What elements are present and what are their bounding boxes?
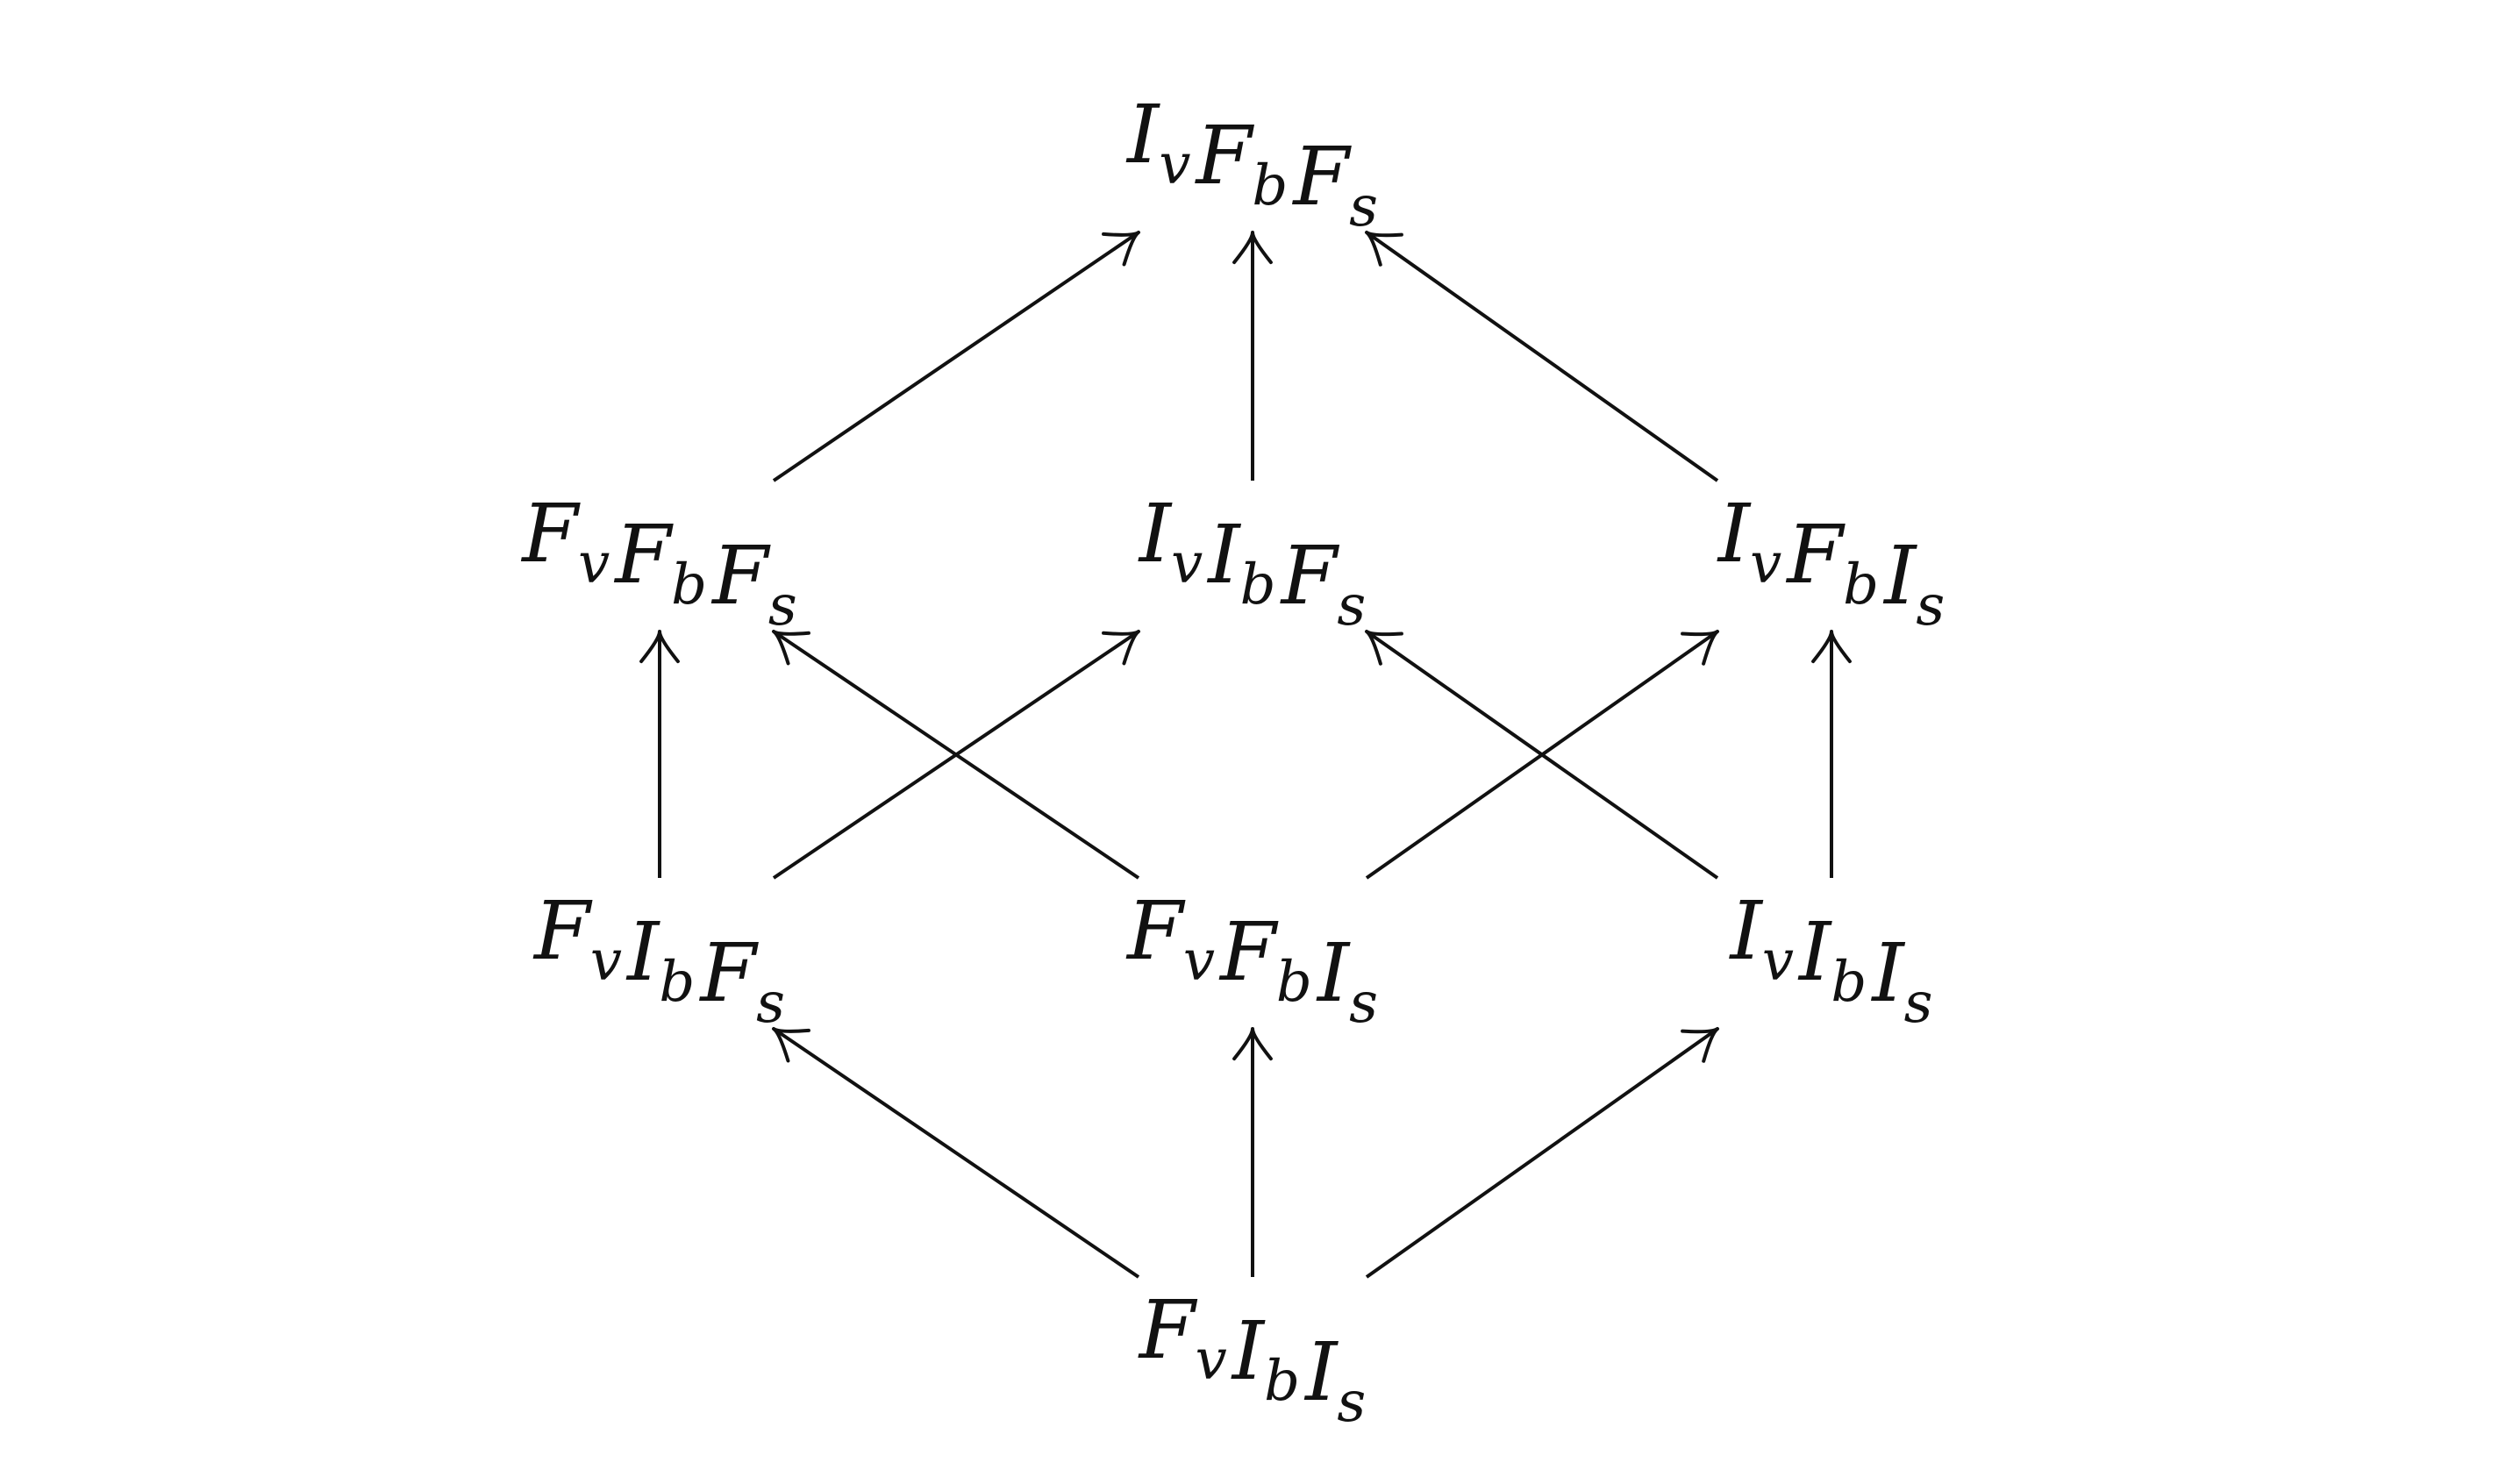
node-symbol: I	[1316, 926, 1351, 1020]
arrowhead-icon	[1232, 1027, 1273, 1061]
node-symbol: F	[1291, 130, 1352, 224]
edge-line	[1365, 1027, 1719, 1279]
node-subscript: b	[1240, 553, 1276, 617]
arrowhead-icon	[1681, 1027, 1719, 1063]
node-m3: IvFbIs	[1717, 487, 1946, 639]
edge-l3-to-m2	[1365, 630, 1719, 880]
edge-line	[1365, 630, 1719, 880]
node-subscript: v	[1159, 132, 1190, 197]
node-symbol: I	[1882, 529, 1917, 623]
node-symbol: F	[520, 487, 581, 581]
node-symbol: F	[1280, 529, 1340, 623]
edge-bottom-to-l1	[772, 1027, 1140, 1279]
node-top: IvFbFs	[1125, 88, 1378, 239]
node-subscript: s	[768, 574, 797, 639]
edge-l2-to-m1	[772, 630, 1140, 880]
node-bottom: FvIbIs	[1138, 1283, 1367, 1435]
edges-layer	[639, 231, 1852, 1279]
node-subscript: b	[1843, 553, 1879, 617]
nodes-layer: IvFbFsFvFbFsIvIbFsIvFbIsFvIbFsFvFbIsIvIb…	[520, 88, 1945, 1435]
edge-l1-to-m1	[639, 630, 680, 878]
node-symbol: I	[625, 905, 660, 999]
node-symbol: I	[1206, 508, 1241, 602]
node-m1: FvFbFs	[520, 487, 797, 639]
node-subscript: v	[1183, 929, 1215, 994]
node-symbol: I	[1729, 884, 1764, 978]
node-subscript: b	[671, 553, 707, 617]
node-subscript: v	[1171, 532, 1203, 596]
arrowhead-icon	[772, 1027, 810, 1063]
node-symbol: I	[1870, 926, 1905, 1020]
arrowhead-icon	[1102, 630, 1140, 666]
node-symbol: F	[710, 529, 771, 623]
node-l2: FvFbIs	[1125, 884, 1378, 1036]
edge-bottom-to-l2	[1232, 1027, 1273, 1277]
arrowhead-icon	[639, 630, 680, 664]
node-symbol: F	[613, 508, 674, 602]
node-symbol: I	[1138, 487, 1173, 581]
node-subscript: s	[756, 971, 785, 1036]
node-subscript: s	[1349, 971, 1378, 1036]
node-subscript: v	[1762, 929, 1794, 994]
node-subscript: v	[1750, 532, 1781, 596]
edge-m2-to-top	[1232, 231, 1273, 481]
node-subscript: b	[1831, 950, 1867, 1015]
node-subscript: b	[1252, 153, 1288, 218]
node-symbol: I	[1125, 88, 1160, 182]
edge-line	[1365, 231, 1719, 482]
node-subscript: v	[1196, 1328, 1227, 1393]
node-symbol: F	[1138, 1283, 1198, 1377]
edge-m1-to-top	[772, 231, 1140, 482]
edge-l3-to-m3	[1811, 630, 1852, 878]
node-subscript: v	[578, 532, 610, 596]
node-symbol: I	[1797, 905, 1832, 999]
node-symbol: F	[1125, 884, 1186, 978]
node-symbol: F	[1218, 905, 1279, 999]
node-l1: FvIbFs	[532, 884, 785, 1036]
edge-line	[772, 630, 1140, 880]
node-subscript: s	[1337, 574, 1366, 639]
node-symbol: F	[1785, 508, 1846, 602]
arrowhead-icon	[772, 630, 810, 666]
node-subscript: b	[1264, 1349, 1300, 1414]
node-subscript: s	[1337, 1370, 1366, 1435]
node-subscript: b	[1276, 950, 1312, 1015]
arrowhead-icon	[1232, 231, 1273, 265]
node-l3: IvIbIs	[1729, 884, 1933, 1036]
node-symbol: F	[698, 926, 759, 1020]
arrowhead-icon	[1102, 231, 1140, 267]
arrowhead-icon	[1681, 630, 1719, 666]
node-symbol: I	[1303, 1325, 1339, 1419]
node-subscript: v	[590, 929, 622, 994]
arrowhead-icon	[1811, 630, 1852, 664]
edge-line	[772, 231, 1140, 482]
node-symbol: I	[1717, 487, 1752, 581]
node-symbol: I	[1231, 1304, 1266, 1398]
arrowhead-icon	[1365, 630, 1403, 666]
arrowhead-icon	[1365, 231, 1403, 267]
node-m2: IvIbFs	[1138, 487, 1367, 639]
edge-bottom-to-l3	[1365, 1027, 1719, 1279]
node-subscript: s	[1916, 574, 1945, 639]
edge-m3-to-top	[1365, 231, 1719, 482]
node-subscript: b	[659, 950, 695, 1015]
node-subscript: s	[1904, 971, 1933, 1036]
edge-line	[772, 1027, 1140, 1279]
node-symbol: F	[1195, 109, 1255, 203]
node-subscript: s	[1349, 175, 1378, 239]
node-symbol: F	[532, 884, 593, 978]
